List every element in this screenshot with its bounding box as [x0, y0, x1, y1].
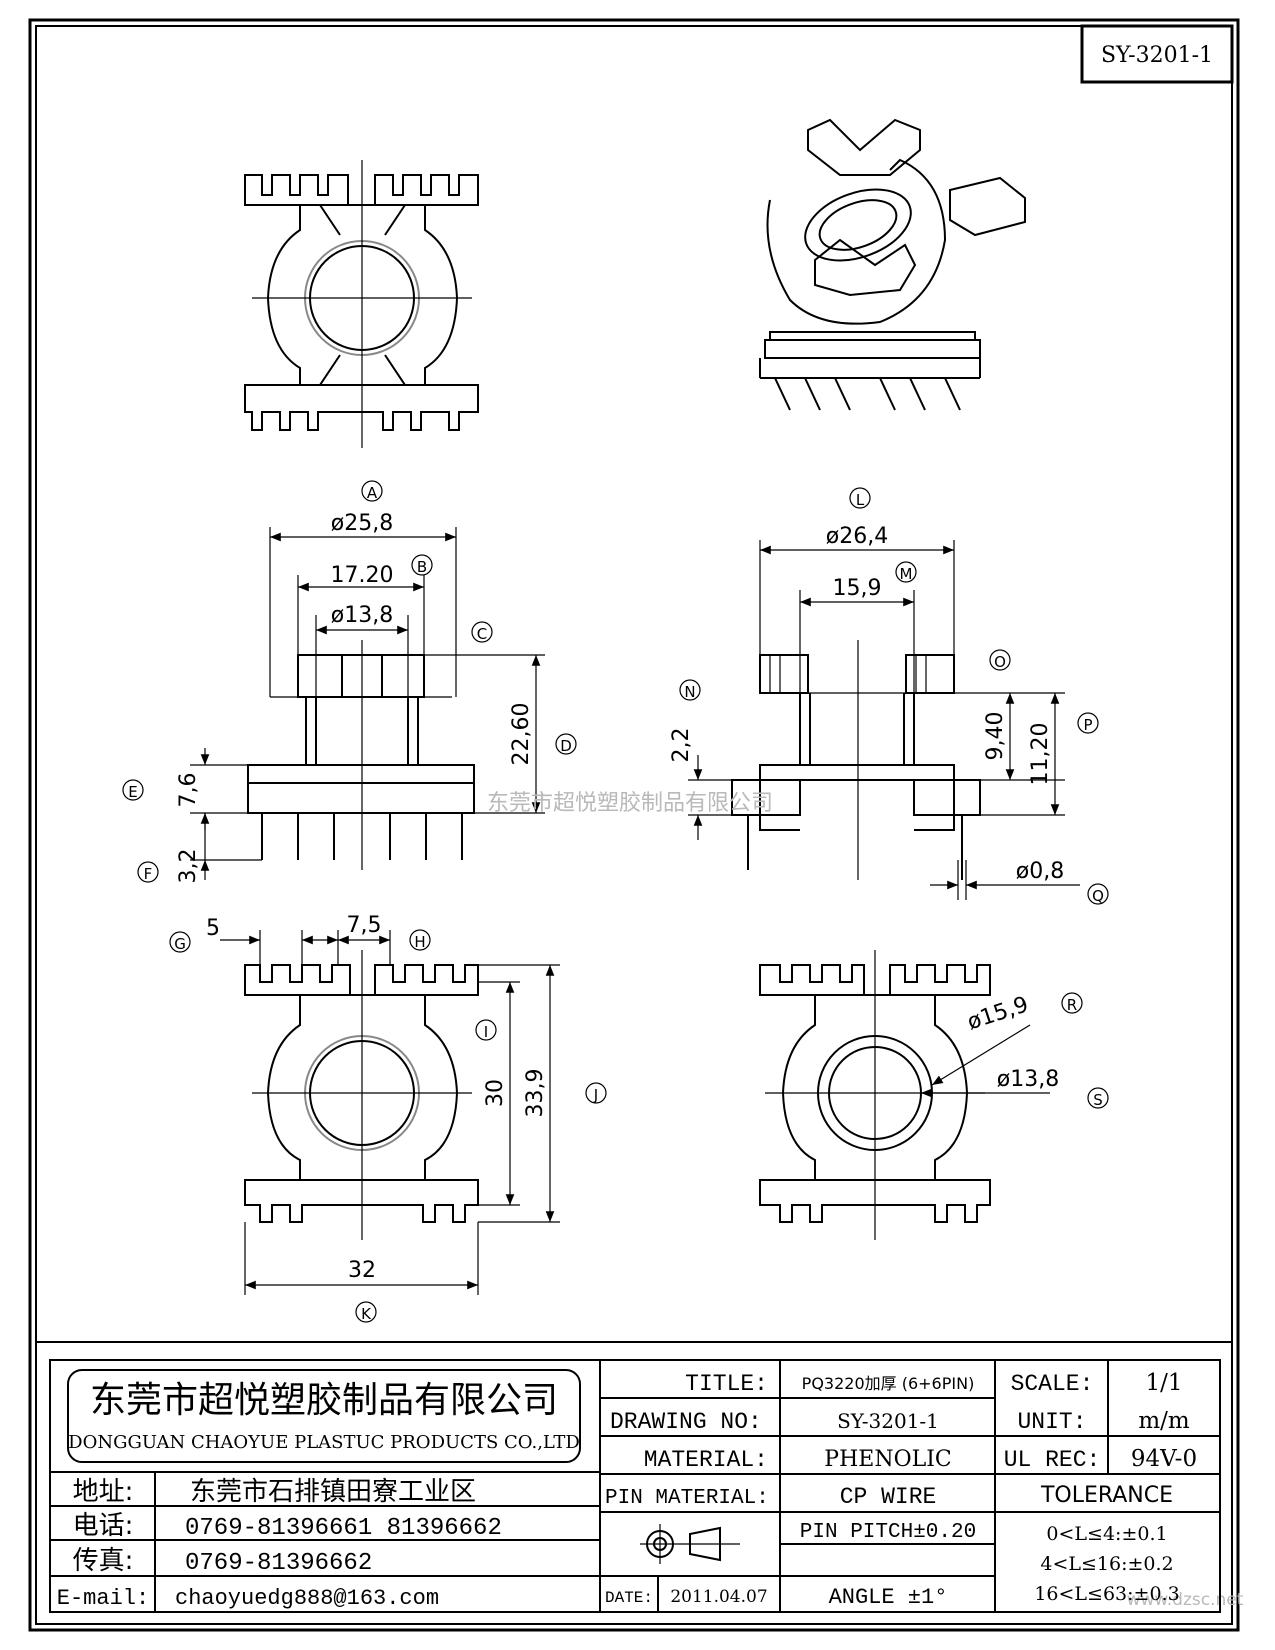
label-e: E [128, 783, 137, 801]
pin-material-value: CP WIRE [840, 1484, 937, 1510]
scale-value: 1/1 [1145, 1370, 1182, 1396]
drawing-no-label: DRAWING NO: [610, 1409, 762, 1435]
label-k: K [361, 1305, 372, 1323]
dim-e-value: 7,6 [176, 773, 201, 808]
pin-pitch: PIN PITCH±0.20 [800, 1521, 976, 1544]
dim-h-value: 7,5 [347, 913, 382, 938]
date-label: DATE: [605, 1589, 653, 1607]
label-d: D [560, 737, 572, 755]
date-value: 2011.04.07 [670, 1587, 767, 1607]
dim-a-value: ø25,8 [331, 511, 393, 536]
watermark: 东莞市超悦塑胶制品有限公司 [487, 791, 773, 816]
drawing-id-box: SY-3201-1 [1080, 24, 1234, 84]
dim-k-value: 32 [348, 1258, 376, 1283]
label-q: Q [1092, 887, 1104, 905]
label-i: I [484, 1023, 488, 1041]
tolerance-line-1: 0<L≤4:±0.1 [1046, 1523, 1167, 1545]
bottom-view-2: ø15,9 ø13,8 R S [759, 950, 1109, 1240]
dim-p2-value: 11,20 [1028, 723, 1053, 786]
title-label: TITLE: [685, 1371, 768, 1397]
outer-frame [28, 18, 1240, 1632]
dim-c-value: ø13,8 [331, 603, 393, 628]
email: chaoyuedg888@163.com [175, 1586, 439, 1611]
bottom-view: 5 G 7,5 H 30 I 33,9 J 32 K [169, 913, 607, 1323]
dim-b-value: 17.20 [331, 563, 394, 588]
dim-n-value: 2,2 [669, 728, 694, 763]
company-name-en: DONGGUAN CHAOYUE PLASTUC PRODUCTS CO.,LT… [68, 1432, 580, 1453]
ul-rec-label: UL REC: [1004, 1447, 1101, 1473]
dim-g-value: 5 [206, 916, 220, 941]
title-value: PQ3220加厚 (6+6PIN) [802, 1374, 975, 1393]
pin-material-label: PIN MATERIAL: [605, 1487, 769, 1510]
label-s: S [1093, 1091, 1103, 1109]
label-p: P [1083, 716, 1092, 734]
company-name-cn: 东莞市超悦塑胶制品有限公司 [90, 1380, 558, 1421]
inner-frame [35, 25, 1233, 1625]
drawing-id: SY-3201-1 [1101, 43, 1213, 68]
label-r: R [1067, 996, 1077, 1014]
material-value: PHENOLIC [824, 1447, 951, 1472]
dim-f-value: 3,2 [176, 849, 201, 884]
isometric-view [759, 118, 1026, 411]
scale-label: SCALE: [1011, 1371, 1094, 1397]
side-view: ø26,4 L 15,9 M 2,2 N O 9,40 11,20 P [669, 487, 1109, 905]
label-h: H [414, 933, 425, 951]
fax: 0769-81396662 [185, 1550, 372, 1577]
address: 东莞市石排镇田寮工业区 [190, 1477, 476, 1507]
label-c: C [477, 625, 487, 643]
tolerance-line-2: 4<L≤16:±0.2 [1040, 1553, 1173, 1575]
dim-l-value: ø26,4 [826, 524, 888, 549]
ul-rec-value: 94V-0 [1131, 1446, 1197, 1472]
label-l: L [856, 491, 865, 509]
phone-label: 电话: [73, 1511, 134, 1541]
label-n: N [684, 683, 695, 701]
top-view [244, 160, 479, 448]
angle: ANGLE ±1° [829, 1585, 948, 1610]
tolerance-line-3: 16<L≤63:±0.3 [1034, 1583, 1179, 1605]
dim-i-value: 30 [483, 1079, 508, 1107]
label-m: M [900, 565, 913, 583]
phone: 0769-81396661 81396662 [185, 1515, 502, 1542]
material-label: MATERIAL: [644, 1447, 768, 1473]
unit-label: UNIT: [1017, 1409, 1086, 1435]
label-j: J [593, 1086, 598, 1104]
dim-q-value: ø0,8 [1016, 859, 1064, 884]
dim-s-value: ø13,8 [997, 1067, 1059, 1092]
label-o: O [994, 653, 1006, 671]
email-label: E-mail: [57, 1586, 149, 1611]
label-g: G [174, 935, 186, 953]
label-a: A [367, 484, 378, 502]
front-view: ø25,8 A 17.20 B ø13,8 C 22,60 D 7,6 E [122, 480, 577, 884]
drawing-no-value: SY-3201-1 [837, 1409, 939, 1433]
dim-j-value: 33,9 [523, 1069, 548, 1118]
dim-d-value: 22,60 [509, 703, 534, 766]
watermark-2: www.dzsc.net [1127, 1590, 1244, 1610]
dim-p1-value: 9,40 [983, 712, 1008, 761]
projection-symbol [640, 1524, 740, 1564]
dim-m-value: 15,9 [833, 576, 882, 601]
fax-label: 传真: [73, 1546, 134, 1576]
dim-r-value: ø15,9 [964, 992, 1031, 1035]
address-label: 地址: [73, 1477, 134, 1507]
label-f: F [144, 865, 153, 883]
title-block: 东莞市超悦塑胶制品有限公司 DONGGUAN CHAOYUE PLASTUC P… [36, 1341, 1232, 1613]
unit-value: m/m [1138, 1408, 1190, 1434]
label-b: B [417, 558, 427, 576]
tolerance-label: TOLERANCE [1040, 1483, 1173, 1508]
